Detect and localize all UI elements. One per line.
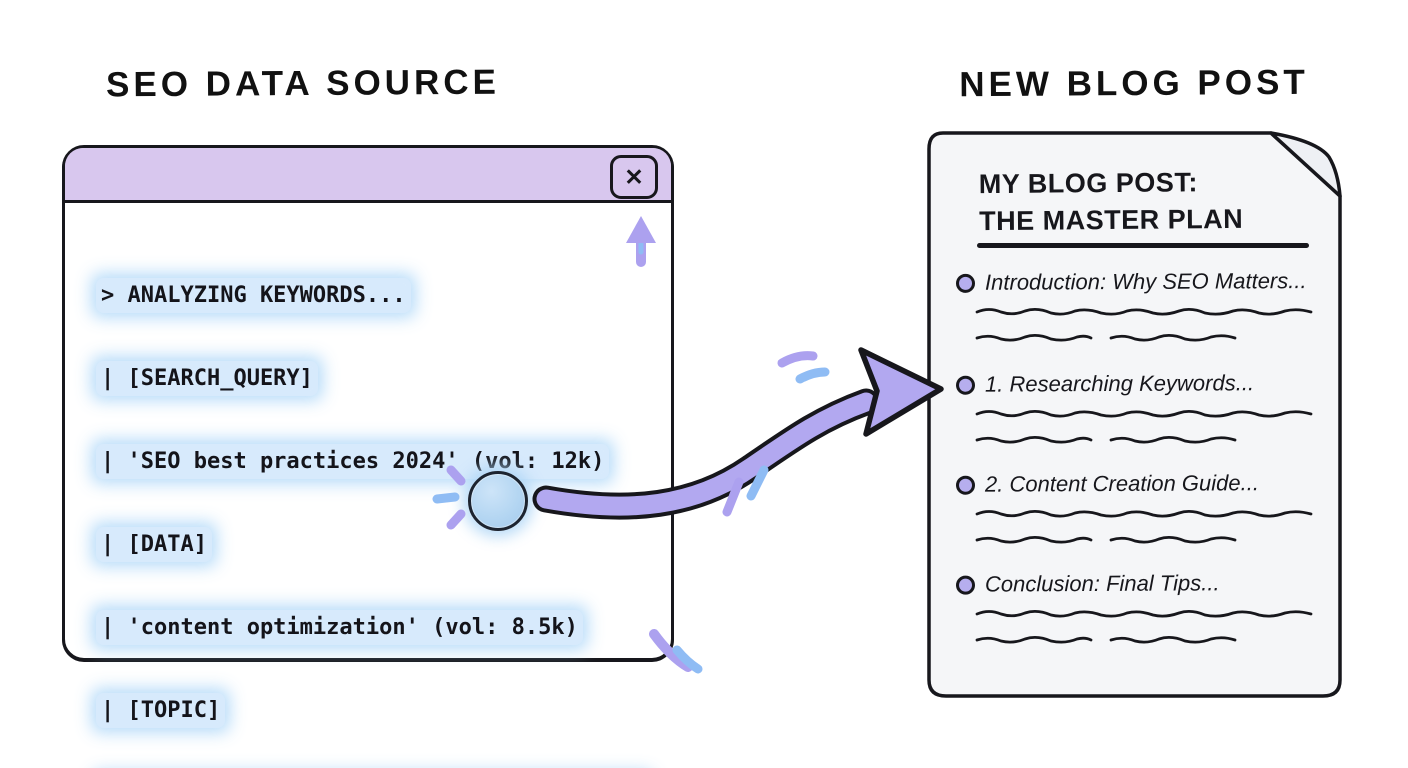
squiggle-line: [975, 509, 1313, 518]
folded-corner: [1269, 131, 1342, 198]
bullet-icon: [955, 475, 976, 495]
bullet-icon: [955, 575, 976, 595]
squiggle-line: [975, 333, 1237, 342]
heading-underline: [977, 243, 1309, 248]
paper-heading-line2: THE MASTER PLAN: [979, 203, 1244, 237]
terminal-line: | [SEARCH_QUERY]: [101, 366, 313, 391]
squiggle-line: [975, 435, 1237, 444]
terminal-line: > ANALYZING KEYWORDS...: [101, 283, 406, 308]
data-blob-icon[interactable]: [468, 471, 528, 531]
close-icon[interactable]: ✕: [610, 155, 658, 199]
outline-item: Conclusion: Final Tips...: [955, 570, 1220, 597]
squiggle-line: [975, 409, 1313, 418]
outline-item: 2. Content Creation Guide...: [955, 470, 1259, 498]
outline-item-label: Conclusion: Final Tips...: [984, 570, 1220, 597]
blog-post-paper: MY BLOG POST: THE MASTER PLAN Introducti…: [925, 128, 1345, 702]
outline-item: Introduction: Why SEO Matters...: [955, 268, 1307, 296]
terminal-line: | [TOPIC]: [101, 698, 221, 723]
terminal-line: | [DATA]: [101, 532, 207, 557]
bullet-icon: [955, 273, 976, 293]
speed-dashes-bottom: [722, 465, 769, 517]
outline-item-label: 2. Content Creation Guide...: [984, 470, 1259, 497]
terminal-line: | 'SEO best practices 2024' (vol: 12k): [101, 449, 605, 474]
paper-outline: [927, 131, 1342, 698]
squiggle-line: [975, 610, 1313, 618]
terminal-output: > ANALYZING KEYWORDS... | [SEARCH_QUERY]…: [101, 229, 651, 768]
paper-heading-line1: MY BLOG POST:: [978, 167, 1198, 200]
squiggle-line: [975, 307, 1313, 316]
speed-dashes-top: [777, 351, 830, 384]
outline-item-label: 1. Researching Keywords...: [984, 370, 1255, 397]
squiggle-line: [975, 636, 1237, 644]
terminal-line: | 'content optimization' (vol: 8.5k): [101, 615, 578, 640]
terminal-window: ✕ > ANALYZING KEYWORDS... | [SEARCH_QUER…: [62, 145, 674, 723]
outline-item-label: Introduction: Why SEO Matters...: [984, 268, 1307, 295]
left-section-title: SEO DATA SOURCE: [105, 62, 501, 105]
paper-heading: MY BLOG POST: THE MASTER PLAN: [979, 164, 1244, 240]
window-titlebar: ✕: [65, 148, 671, 203]
squiggle-line: [975, 536, 1237, 544]
outline-item: 1. Researching Keywords...: [955, 370, 1255, 398]
bullet-icon: [955, 375, 976, 395]
right-section-title: NEW BLOG POST: [959, 62, 1309, 105]
